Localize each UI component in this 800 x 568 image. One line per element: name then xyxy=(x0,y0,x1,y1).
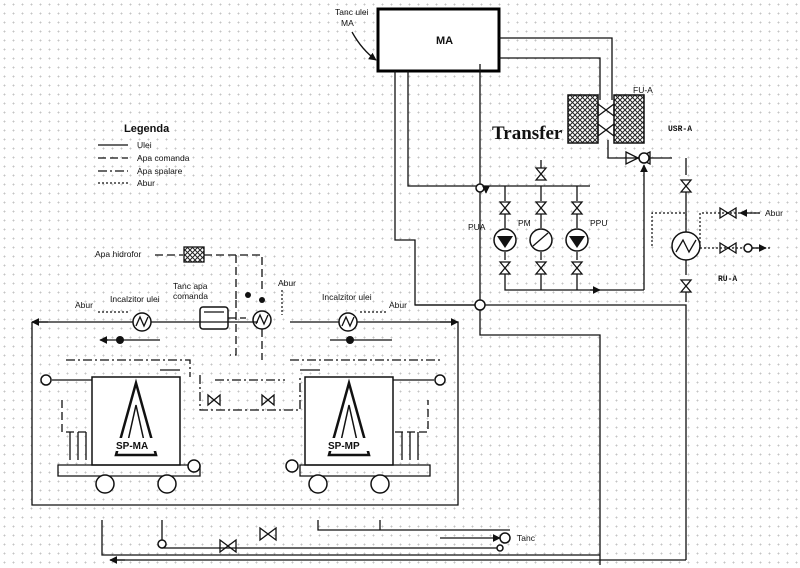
command-water-group: Apa hidrofor Tanc apa comanda Abur xyxy=(95,246,301,411)
abur-center-label: Abur xyxy=(278,278,296,288)
sp-ma-group: Abur Incalzitor ulei SP-MA xyxy=(31,294,290,506)
ma-label: MA xyxy=(436,35,453,47)
sp-ma-label: SP-MA xyxy=(116,441,148,452)
ma-tank xyxy=(376,7,501,73)
tanc-ulei-ma-label-1: Tanc ulei xyxy=(335,7,369,17)
abur-left-label: Abur xyxy=(75,300,93,310)
ma-tank-group: MA Tanc ulei MA xyxy=(335,7,501,73)
tanc-bottom-label: Tanc xyxy=(517,533,536,543)
legend-label-abur: Abur xyxy=(137,178,155,188)
abur-right-label: Abur xyxy=(765,208,783,218)
fu-a-filters: FU-A xyxy=(567,85,653,144)
pump-pm xyxy=(529,228,553,252)
legend-label-apa-spalare: Apa spalare xyxy=(137,166,183,176)
usr-a-label: USR-A xyxy=(668,125,692,134)
usr-a-valve xyxy=(625,150,672,290)
transfer-label: Transfer xyxy=(492,123,563,144)
tanc-apa-comanda-label-2: comanda xyxy=(173,291,208,301)
filter-left xyxy=(567,94,599,144)
legend-title: Legenda xyxy=(124,123,170,135)
sp-mp-label: SP-MP xyxy=(328,441,360,452)
ma-to-filters-lines xyxy=(499,37,640,159)
pua-label: PUA xyxy=(468,222,486,232)
abur-mid-label: Abur xyxy=(389,300,407,310)
tanc-apa-comanda xyxy=(199,306,229,330)
legend: Legenda Ulei Apa comanda Apa spalare Abu… xyxy=(98,123,190,188)
fu-a-label: FU-A xyxy=(633,85,653,95)
legend-label-apa-comanda: Apa comanda xyxy=(137,153,190,163)
pm-label: PM xyxy=(518,218,531,228)
bottom-lines: Tanc xyxy=(157,520,536,554)
incalzitor-ulei-left-label: Incalzitor ulei xyxy=(110,294,160,304)
incalzitor-ulei-right-label: Incalzitor ulei xyxy=(322,292,372,302)
hydrophore-filter xyxy=(183,246,205,263)
ru-a-group: RU-A Abur xyxy=(651,158,783,302)
sp-mp-group: Incalzitor ulei Abur SP-MP xyxy=(285,292,459,506)
pump-station: PUA PM PPU xyxy=(394,64,644,306)
ppu-label: PPU xyxy=(590,218,607,228)
tanc-ulei-ma-label-2: MA xyxy=(341,18,354,28)
apa-hidrofor-label: Apa hidrofor xyxy=(95,249,141,259)
legend-label-ulei: Ulei xyxy=(137,140,152,150)
ru-a-label: RU-A xyxy=(718,275,737,284)
filter-right xyxy=(613,94,645,144)
return-lines xyxy=(101,299,687,565)
tanc-apa-comanda-label-1: Tanc apa xyxy=(173,281,208,291)
